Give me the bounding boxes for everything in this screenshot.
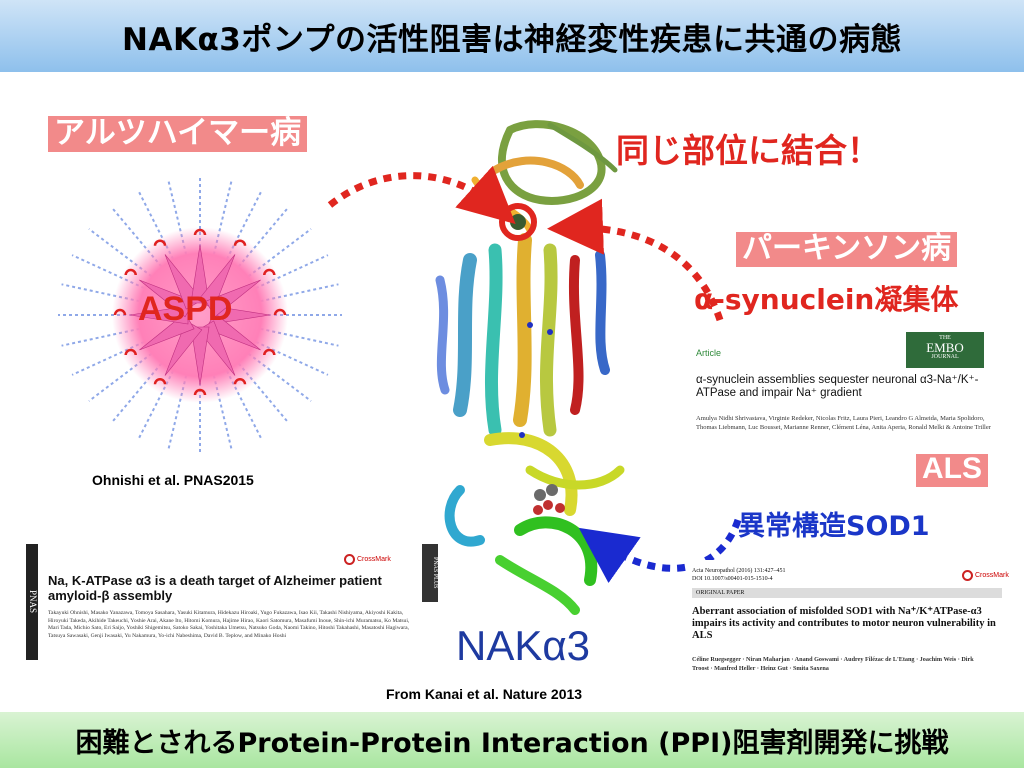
title-band: NAKα3ポンプの活性阻害は神経変性疾患に共通の病態 <box>0 0 1024 72</box>
pnas-crossmark: CrossMark <box>344 554 391 565</box>
footer-text: 困難とされるProtein-Protein Interaction (PPI)阻… <box>75 727 949 759</box>
embo-logo-line2: EMBO <box>926 340 964 355</box>
aspd-strand <box>164 320 203 376</box>
aspd-hook <box>273 308 287 316</box>
acta-authors: Céline Ruegsegger · Niran Maharjan · Ana… <box>692 656 974 672</box>
aspd-strand <box>205 312 261 351</box>
aspd-hook <box>153 378 167 385</box>
nak-label: NAKα3 <box>456 622 590 669</box>
same-site-label: 同じ部位に結合！ <box>616 131 880 170</box>
embo-journal-logo: THE EMBO JOURNAL <box>906 332 984 368</box>
aspd-hook <box>153 239 167 246</box>
aspd-strand <box>205 279 261 318</box>
synuclein-label: α-synuclein凝集体 <box>694 283 959 316</box>
pnas-authors: Takayuki Ohnishi, Masako Yanazawa, Tomoy… <box>48 610 410 639</box>
aspd-illustration <box>58 177 342 453</box>
embo-authors: Amulya Nidhi Shrivastava, Virginie Redek… <box>696 415 991 432</box>
acta-title: Aberrant association of misfolded SOD1 w… <box>692 606 996 642</box>
aspd-hook <box>113 308 127 316</box>
red-arrow-left <box>327 165 516 225</box>
footer-band: 困難とされるProtein-Protein Interaction (PPI)阻… <box>0 712 1024 768</box>
pnas-side-label: PNAS PLUS <box>432 557 438 589</box>
ohnishi-citation: Ohnishi et al. PNAS2015 <box>92 472 254 488</box>
parkinson-label: パーキンソン病 <box>736 231 958 267</box>
acta-paper: Acta Neuropathol (2016) 131:427–451 DOI … <box>686 560 1009 682</box>
embo-title: α-synuclein assemblies sequester neurona… <box>696 374 979 400</box>
embo-logo-line1: THE <box>939 335 951 341</box>
acta-meta1: Acta Neuropathol (2016) 131:427–451 <box>692 568 786 574</box>
pnas-journal-bar: PNAS <box>26 544 38 660</box>
acta-crossmark: CrossMark <box>962 570 1009 581</box>
aspd-hook <box>193 388 207 396</box>
embo-logo-line3: JOURNAL <box>931 354 959 360</box>
pnas-side-bar: PNAS PLUS <box>422 544 438 602</box>
alzheimer-label: アルツハイマー病 <box>48 115 308 152</box>
blue-arrow <box>578 518 742 584</box>
aspd-hook <box>263 348 276 356</box>
pnas-crossmark-text: CrossMark <box>357 556 391 563</box>
embo-article-label: Article <box>696 348 722 358</box>
aspd-strand <box>211 305 271 325</box>
acta-meta2: DOI 10.1007/s00401-015-1510-4 <box>692 576 773 582</box>
acta-crossmark-text: CrossMark <box>975 572 1009 579</box>
slide-title: NAKα3ポンプの活性阻害は神経変性疾患に共通の病態 <box>122 21 902 58</box>
aspd-hook <box>193 228 207 236</box>
aspd-hook <box>233 378 247 385</box>
aspd-label: ASPD <box>138 290 233 328</box>
aspd-hook <box>233 239 247 246</box>
crossmark-icon <box>344 554 355 565</box>
red-arrow-right <box>547 198 724 322</box>
aspd-strand <box>197 254 236 310</box>
aspd-hook <box>124 348 137 356</box>
aspd-strand <box>190 326 210 386</box>
aspd-hook <box>124 268 137 276</box>
pnas-title: Na, K-ATPase α3 is a death target of Alz… <box>48 573 382 603</box>
crossmark-icon <box>962 570 973 581</box>
pnas-journal-name: PNAS <box>28 590 38 614</box>
aspd-hook <box>263 268 276 276</box>
aspd-strand <box>190 244 210 304</box>
acta-section-text: ORIGINAL PAPER <box>696 590 745 596</box>
pnas-paper: PNAS PNAS PLUS CrossMark Na, K-ATPase α3… <box>26 544 438 660</box>
acta-section: ORIGINAL PAPER <box>692 588 1002 598</box>
kanai-citation: From Kanai et al. Nature 2013 <box>386 686 583 702</box>
sod1-label: 異常構造SOD1 <box>738 511 930 542</box>
aspd-strand <box>129 305 189 325</box>
embo-paper: Article THE EMBO JOURNAL α-synuclein ass… <box>692 326 998 454</box>
als-label: ALS <box>916 452 988 487</box>
aspd-strand <box>139 279 195 318</box>
